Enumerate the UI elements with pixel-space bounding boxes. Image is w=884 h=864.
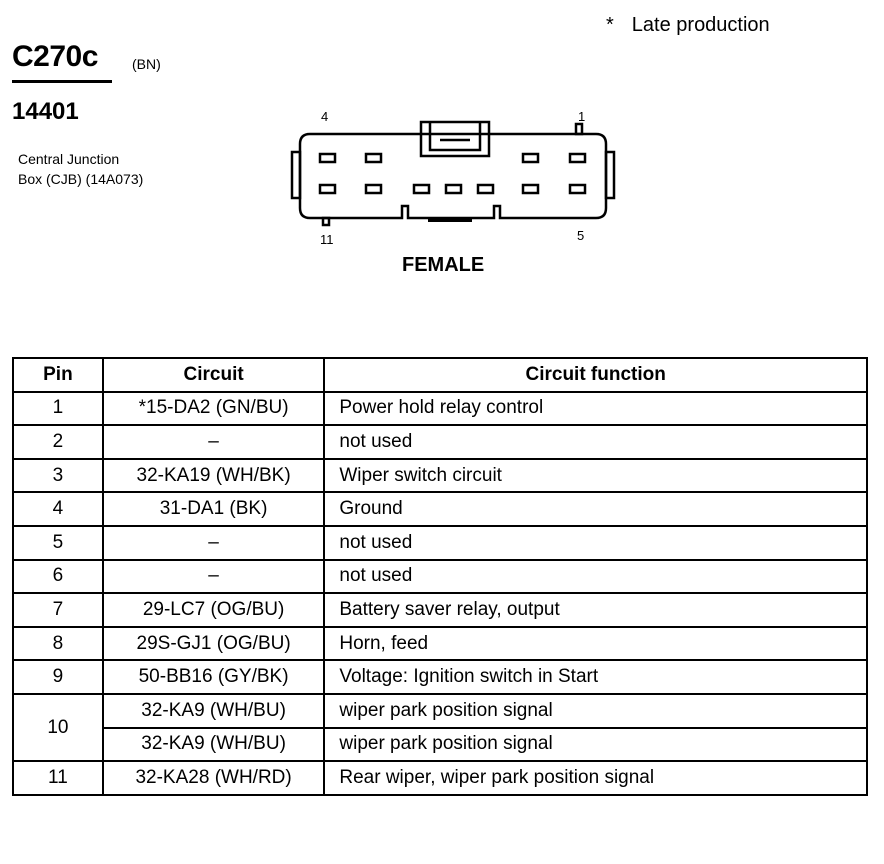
bottom-rib (428, 217, 472, 222)
table-row: 4 31-DA1 (BK) Ground (12, 491, 868, 527)
table-row: 7 29-LC7 (OG/BU) Battery saver relay, ou… (12, 592, 868, 628)
pin11-key (321, 216, 331, 227)
pin-cell: 1 (12, 390, 104, 427)
description-line-2: Box (CJB) (14A073) (18, 171, 144, 187)
pin-cell: 8 (12, 625, 104, 662)
description-line-1: Central Junction (18, 151, 120, 167)
cavity-4 (318, 152, 337, 164)
circuit-cell: – (101, 424, 326, 460)
function-cell: wiper park position signal (323, 726, 868, 763)
pin-label-1: 1 (578, 109, 586, 124)
connector-face-diagram (290, 120, 616, 227)
circuit-cell: 32-KA9 (WH/BU) (101, 726, 326, 763)
function-cell: not used (323, 524, 868, 561)
cavity-1 (568, 152, 587, 164)
circuit-cell: *15-DA2 (GN/BU) (101, 390, 326, 427)
pin-cell: 9 (12, 659, 104, 695)
pin-cell: 2 (12, 424, 104, 460)
cavity-row-top (318, 152, 587, 164)
cavity-5 (568, 183, 587, 195)
part-number: 14401 (12, 98, 79, 125)
pin-cell: 11 (12, 760, 104, 796)
function-cell: wiper park position signal (323, 692, 868, 729)
pin-cell: 5 (12, 524, 104, 561)
cavity-2 (521, 152, 540, 164)
function-cell: not used (323, 558, 868, 595)
connector-id-underline (12, 80, 112, 83)
header-circuit-function: Circuit function (323, 357, 868, 393)
cavity-10 (364, 183, 383, 195)
note-text: Late production (631, 14, 770, 36)
top-latch (419, 120, 491, 158)
function-cell: Power hold relay control (323, 390, 868, 427)
table-row: 2 – not used (12, 424, 868, 460)
table-row: 10 32-KA9 (WH/BU) wiper park position si… (12, 692, 868, 763)
pin1-key (574, 122, 584, 136)
function-cell: Battery saver relay, output (323, 592, 868, 628)
circuit-cell: 32-KA28 (WH/RD) (101, 760, 326, 796)
table-row: 1 *15-DA2 (GN/BU) Power hold relay contr… (12, 390, 868, 427)
header-circuit: Circuit (101, 357, 326, 393)
function-cell: Voltage: Ignition switch in Start (323, 659, 868, 695)
header-pin: Pin (12, 357, 104, 393)
circuit-cell: 32-KA19 (WH/BK) (101, 457, 326, 494)
pin-cell: 4 (12, 491, 104, 527)
cavity-3 (364, 152, 383, 164)
table-row: 3 32-KA19 (WH/BK) Wiper switch circuit (12, 457, 868, 494)
table-header-row: Pin Circuit Circuit function (12, 357, 868, 393)
cavity-9 (412, 183, 431, 195)
connector-id: C270c (12, 40, 98, 73)
right-latch (604, 150, 616, 200)
cavity-row-bottom (318, 183, 587, 195)
circuit-cell: 32-KA9 (WH/BU) (101, 692, 326, 729)
pin-cell: 6 (12, 558, 104, 595)
top-latch-inner (428, 122, 482, 152)
table-row: 9 50-BB16 (GY/BK) Voltage: Ignition swit… (12, 659, 868, 695)
table-row: 6 – not used (12, 558, 868, 595)
function-cell: Rear wiper, wiper park position signal (323, 760, 868, 796)
pin-cell: 7 (12, 592, 104, 628)
circuit-cell: – (101, 558, 326, 595)
function-cell: Wiper switch circuit (323, 457, 868, 494)
function-cell: Horn, feed (323, 625, 868, 662)
pin-label-11: 11 (320, 232, 334, 247)
circuit-cell: 31-DA1 (BK) (101, 491, 326, 527)
left-latch (290, 150, 302, 200)
pin-label-5: 5 (577, 228, 585, 243)
circuit-cell: 29-LC7 (OG/BU) (101, 592, 326, 628)
cavity-6 (521, 183, 540, 195)
cavity-7 (476, 183, 495, 195)
table-row: 5 – not used (12, 524, 868, 561)
gender-label: FEMALE (402, 254, 485, 276)
table-row: 8 29S-GJ1 (OG/BU) Horn, feed (12, 625, 868, 662)
pin-table: Pin Circuit Circuit function 1 *15-DA2 (… (12, 357, 868, 796)
table-row: 11 32-KA28 (WH/RD) Rear wiper, wiper par… (12, 760, 868, 796)
pin-cell: 3 (12, 457, 104, 494)
cavity-8 (444, 183, 463, 195)
circuit-cell: 29S-GJ1 (OG/BU) (101, 625, 326, 662)
circuit-cell: – (101, 524, 326, 561)
component-description: Central Junction Box (CJB) (14A073) (18, 149, 143, 189)
connector-color: (BN) (132, 56, 161, 72)
pin-cell: 10 (12, 692, 104, 763)
function-cell: Ground (323, 491, 868, 527)
pin-label-4: 4 (321, 109, 329, 124)
table-row: 32-KA9 (WH/BU) wiper park position signa… (13, 726, 868, 763)
connector-outline (298, 132, 608, 220)
cavity-11 (318, 183, 337, 195)
late-production-note: * Late production (606, 14, 770, 37)
note-marker: * (606, 14, 614, 36)
function-cell: not used (323, 424, 868, 460)
circuit-cell: 50-BB16 (GY/BK) (101, 659, 326, 695)
